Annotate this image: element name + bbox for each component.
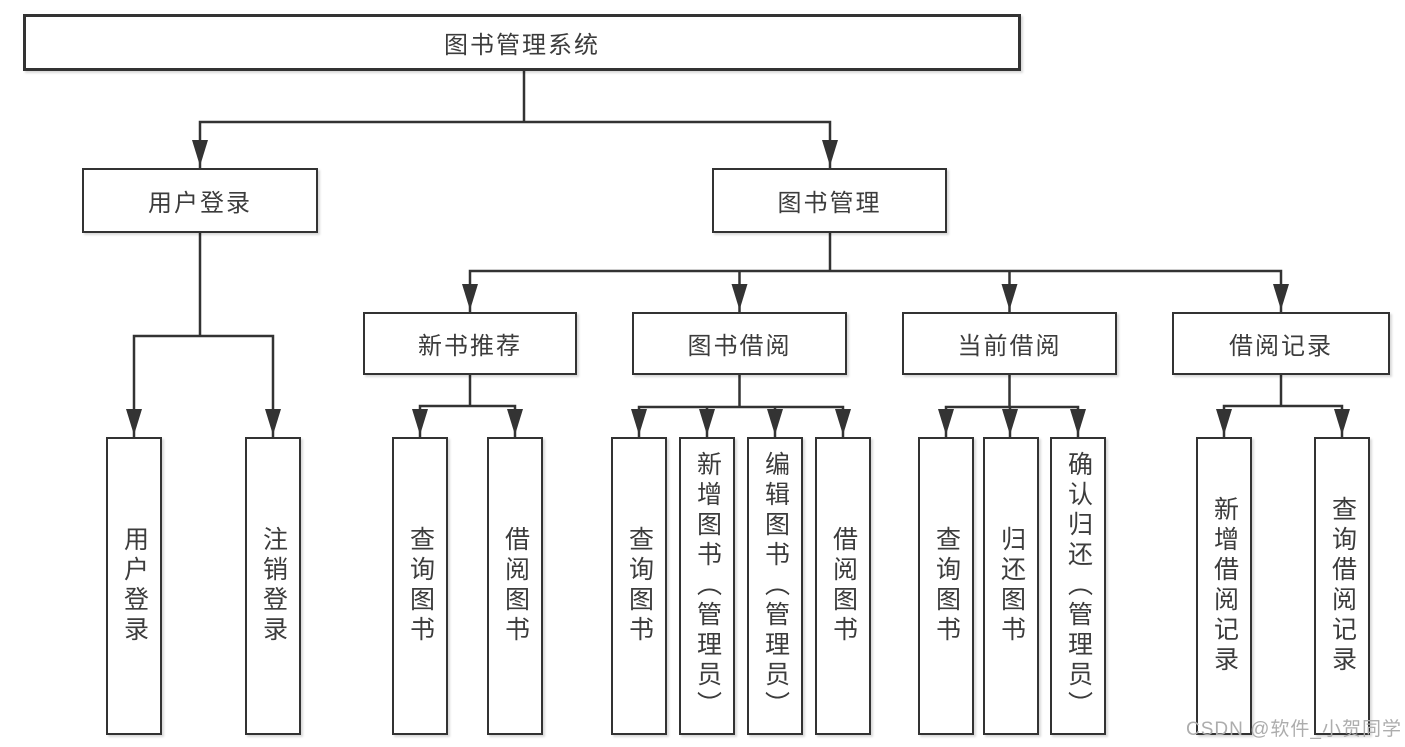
node-new-book-recommend: 新书推荐	[363, 312, 577, 375]
leaf-confirm-return-admin-label: 确认归还（管理员）	[1064, 451, 1093, 721]
node-book-borrow: 图书借阅	[632, 312, 847, 375]
leaf-query-books-borrow-label: 查询图书	[625, 526, 654, 646]
leaf-borrow-books-recommend-label: 借阅图书	[501, 526, 530, 646]
leaf-query-borrow-record: 查询借阅记录	[1314, 437, 1370, 735]
csdn-watermark: CSDN @软件_小贺同学	[1186, 719, 1402, 740]
leaf-borrow-books-recommend: 借阅图书	[487, 437, 543, 735]
leaf-add-borrow-record-label: 新增借阅记录	[1210, 496, 1239, 676]
leaf-user-login-label: 用户登录	[120, 526, 149, 646]
leaf-add-book-admin-label: 新增图书（管理员）	[693, 451, 722, 721]
leaf-query-borrow-record-label: 查询借阅记录	[1328, 496, 1357, 676]
leaf-add-book-admin: 新增图书（管理员）	[679, 437, 735, 735]
node-borrow-records: 借阅记录	[1172, 312, 1390, 375]
leaf-borrow-books-label: 借阅图书	[829, 526, 858, 646]
node-current-borrow-label: 当前借阅	[957, 333, 1062, 360]
leaf-query-books-recommend: 查询图书	[392, 437, 448, 735]
node-book-management-label: 图书管理	[777, 190, 882, 217]
leaf-edit-book-admin-label: 编辑图书（管理员）	[761, 451, 790, 721]
leaf-query-books-current-label: 查询图书	[932, 526, 961, 646]
node-root-label: 图书管理系统	[444, 32, 600, 59]
node-root: 图书管理系统	[23, 14, 1021, 71]
leaf-add-borrow-record: 新增借阅记录	[1196, 437, 1252, 735]
leaf-user-login: 用户登录	[106, 437, 162, 735]
leaf-query-books-borrow: 查询图书	[611, 437, 667, 735]
leaf-logout: 注销登录	[245, 437, 301, 735]
node-current-borrow: 当前借阅	[902, 312, 1117, 375]
node-borrow-records-label: 借阅记录	[1229, 333, 1333, 360]
node-book-management: 图书管理	[712, 168, 947, 233]
leaf-borrow-books: 借阅图书	[815, 437, 871, 735]
leaf-edit-book-admin: 编辑图书（管理员）	[747, 437, 803, 735]
node-user-login-label: 用户登录	[148, 190, 252, 217]
leaf-return-books: 归还图书	[983, 437, 1039, 735]
node-user-login: 用户登录	[82, 168, 318, 233]
leaf-query-books-recommend-label: 查询图书	[406, 526, 435, 646]
leaf-logout-label: 注销登录	[259, 526, 288, 646]
leaf-query-books-current: 查询图书	[918, 437, 974, 735]
node-book-borrow-label: 图书借阅	[687, 333, 792, 360]
leaf-return-books-label: 归还图书	[997, 526, 1026, 646]
leaf-confirm-return-admin: 确认归还（管理员）	[1050, 437, 1106, 735]
node-new-book-recommend-label: 新书推荐	[418, 333, 522, 360]
